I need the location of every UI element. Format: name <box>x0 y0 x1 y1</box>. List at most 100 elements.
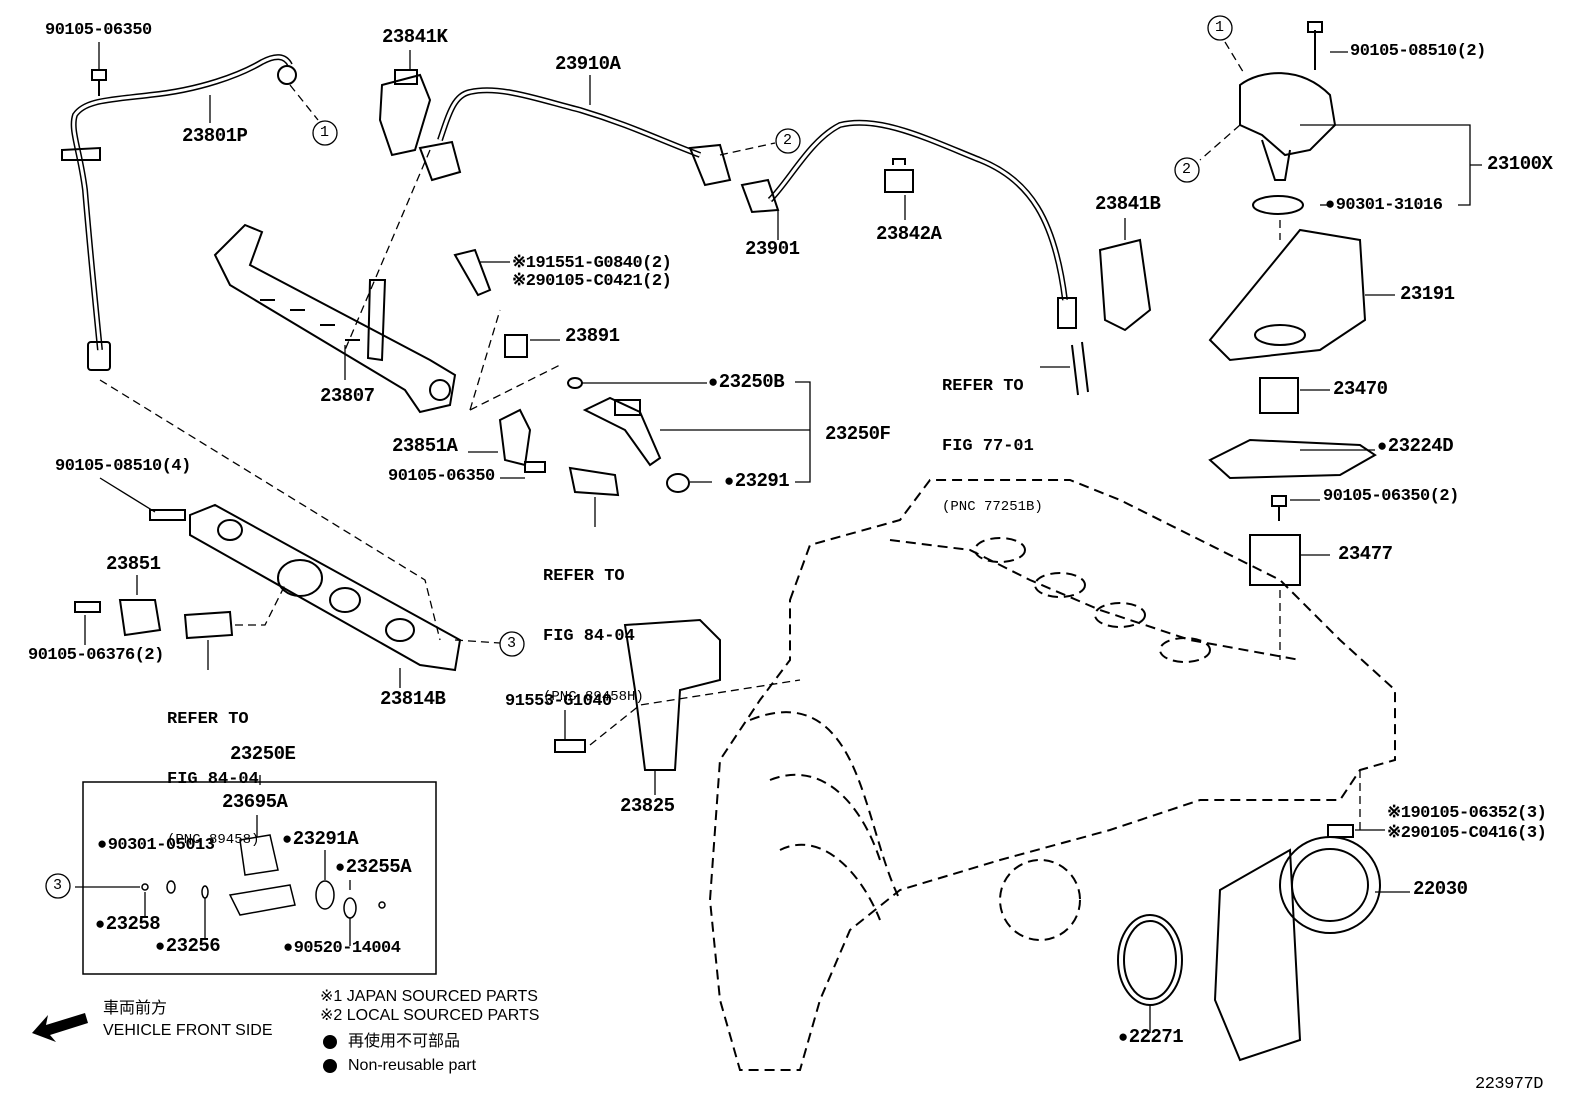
label-23842a[interactable]: 23842A <box>876 223 942 245</box>
refer-line2: FIG 84-04 <box>543 627 635 646</box>
kit-parts <box>141 834 386 919</box>
refer-line1: REFER TO <box>167 710 249 729</box>
label-91551-g0840[interactable]: ※191551-G0840(2) <box>512 254 672 273</box>
refer-fig-77-01[interactable]: REFER TO FIG 77-01 (PNC 77251B) <box>942 337 1043 537</box>
housing-23477 <box>1249 534 1301 586</box>
label-23891[interactable]: 23891 <box>565 325 620 347</box>
insulator-hole <box>1254 324 1306 346</box>
callout-circles <box>45 15 1233 899</box>
front-side-jp: 車両前方 <box>103 1000 168 1017</box>
callout-2-b: 2 <box>1182 161 1191 178</box>
gasket-22271 <box>1117 914 1183 1006</box>
label-23901[interactable]: 23901 <box>745 238 800 260</box>
label-90105-06350-b[interactable]: 90105-06350 <box>388 467 495 486</box>
hose-77-01 <box>1071 341 1089 396</box>
bolt-90105-06350-2 <box>1271 495 1287 521</box>
label-23807[interactable]: 23807 <box>320 385 375 407</box>
label-23910a[interactable]: 23910A <box>555 53 621 75</box>
label-23191[interactable]: 23191 <box>1400 283 1455 305</box>
label-90105-06350-2[interactable]: 90105-06350(2) <box>1323 487 1459 506</box>
callout-3-a: 3 <box>507 635 516 652</box>
refer-fig-84-04-b[interactable]: REFER TO FIG 84-04 (PNC 89458) <box>167 670 259 870</box>
label-23291[interactable]: 23291 <box>724 470 790 492</box>
dashed-links <box>99 41 1361 830</box>
sensor-89458h <box>568 466 620 497</box>
bolt-91553-g1040 <box>554 739 586 753</box>
label-23255a[interactable]: 23255A <box>335 856 412 878</box>
label-91553-g1040[interactable]: 91553-G1040 <box>505 692 612 711</box>
legend-note-2: ※2 LOCAL SOURCED PARTS <box>320 1007 540 1024</box>
front-side-en: VEHICLE FRONT SIDE <box>103 1022 273 1039</box>
label-23851a[interactable]: 23851A <box>392 435 458 457</box>
label-23841k[interactable]: 23841K <box>382 26 448 48</box>
refer-line1: REFER TO <box>543 567 625 586</box>
callout-1-b: 1 <box>1215 19 1224 36</box>
label-23250b[interactable]: 23250B <box>708 371 785 393</box>
seal-23291 <box>666 473 690 493</box>
label-90105-08510-4[interactable]: 90105-08510(4) <box>55 457 191 476</box>
bracket-23851a <box>498 408 532 467</box>
legend-notes: ※1 JAPAN SOURCED PARTS ※2 LOCAL SOURCED … <box>320 986 539 1027</box>
label-23801p[interactable]: 23801P <box>182 125 248 147</box>
refer-pnc: (PNC 89458) <box>167 832 260 848</box>
label-90105-c0416[interactable]: ※290105-C0416(3) <box>1387 824 1547 843</box>
refer-pnc: (PNC 89458H) <box>543 689 644 705</box>
label-90301-31016[interactable]: 90301-31016 <box>1325 196 1443 215</box>
legend-front-side: 車両前方 VEHICLE FRONT SIDE <box>103 998 273 1042</box>
bolt-90105-06350-b <box>524 461 546 473</box>
label-23250f[interactable]: 23250F <box>825 423 891 445</box>
engine-outline <box>708 479 1396 1071</box>
legend-nonreuse-en: Non-reusable part <box>348 1057 477 1074</box>
throttle-body-22030 <box>1213 836 1381 1062</box>
legend-dot-2 <box>323 1059 337 1073</box>
label-23825[interactable]: 23825 <box>620 795 675 817</box>
label-23256[interactable]: 23256 <box>155 935 221 957</box>
label-23477[interactable]: 23477 <box>1338 543 1393 565</box>
bolt-90105-06350-a <box>91 69 107 96</box>
label-23258[interactable]: 23258 <box>95 913 161 935</box>
label-22030[interactable]: 22030 <box>1413 878 1468 900</box>
label-90105-06352[interactable]: ※190105-06352(3) <box>1387 804 1547 823</box>
refer-fig-84-04-a[interactable]: REFER TO FIG 84-04 (PNC 89458H) <box>543 527 644 727</box>
bracket-23825 <box>623 618 721 771</box>
label-90105-06350-a[interactable]: 90105-06350 <box>45 21 152 40</box>
legend-nonreuse-jp: 再使用不可部品 <box>348 1033 461 1050</box>
delivery-pipe-23807 <box>213 223 457 414</box>
label-23851[interactable]: 23851 <box>106 553 161 575</box>
bolt-90105-08510 <box>149 509 186 521</box>
sensor-89458 <box>183 610 234 640</box>
callout-1-a: 1 <box>320 124 329 141</box>
gasket-inner <box>1123 920 1177 1000</box>
label-23814b[interactable]: 23814B <box>380 688 446 710</box>
gasket-23224d <box>1208 438 1377 480</box>
clip-23842a <box>884 158 914 193</box>
label-23250e[interactable]: 23250E <box>230 743 296 765</box>
bolt-90105-06376 <box>74 601 101 613</box>
collar-23891 <box>453 248 528 358</box>
lifter-23470 <box>1259 377 1299 414</box>
label-90105-08510-2[interactable]: 90105-08510(2) <box>1350 42 1486 61</box>
label-23470[interactable]: 23470 <box>1333 378 1388 400</box>
callout-2-a: 2 <box>783 132 792 149</box>
fuel-pipe-23910a <box>418 87 732 187</box>
label-23224d[interactable]: 23224D <box>1377 435 1454 457</box>
label-23291a[interactable]: 23291A <box>282 828 359 850</box>
label-90301-05013[interactable]: 90301-05013 <box>97 836 215 855</box>
delivery-pipe-23814b <box>189 503 462 672</box>
label-90105-06376[interactable]: 90105-06376(2) <box>28 646 164 665</box>
label-23841b[interactable]: 23841B <box>1095 193 1161 215</box>
bracket-23851 <box>118 599 162 637</box>
refer-line2: FIG 84-04 <box>167 770 259 789</box>
label-90520-14004[interactable]: 90520-14004 <box>283 939 401 958</box>
fuel-pipe-23801p <box>61 54 297 371</box>
refer-pnc: (PNC 77251B) <box>942 499 1043 515</box>
callout-3-b: 3 <box>53 877 62 894</box>
label-23100x[interactable]: 23100X <box>1487 153 1553 175</box>
label-22271[interactable]: 22271 <box>1118 1026 1184 1048</box>
refer-line2: FIG 77-01 <box>942 437 1034 456</box>
label-23695a[interactable]: 23695A <box>222 791 288 813</box>
connector-23841b <box>1098 238 1152 332</box>
oring-23250b <box>567 377 583 389</box>
label-90105-c0421[interactable]: ※290105-C0421(2) <box>512 272 672 291</box>
